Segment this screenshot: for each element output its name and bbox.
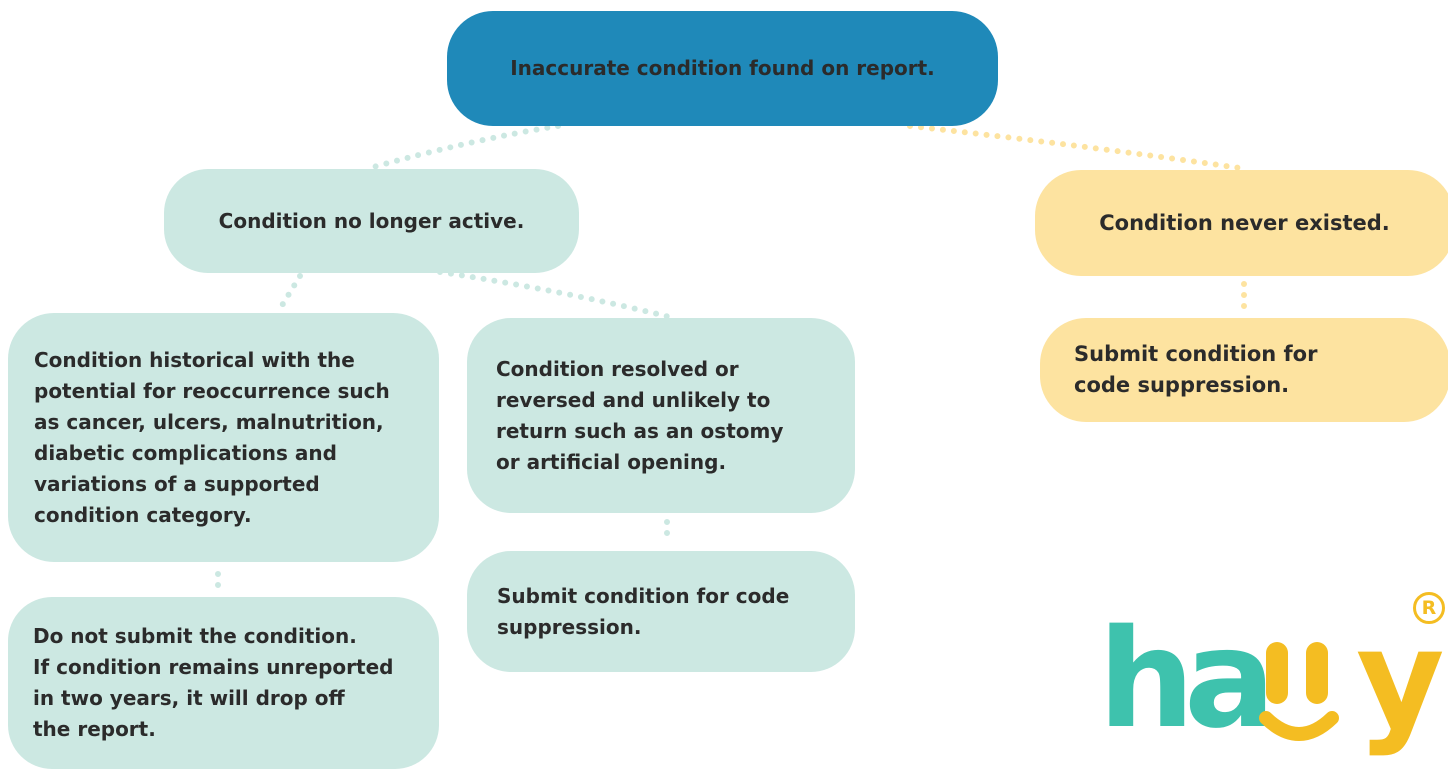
no-longer-active-label: Condition no longer active.	[218, 208, 525, 233]
submit-suppression-left-label: Submit condition for code suppression.	[497, 583, 790, 639]
logo-letter-l-2	[1306, 642, 1328, 704]
logo-letter-h: h	[1098, 601, 1195, 759]
hally-logo: h a y R	[1098, 592, 1448, 768]
logo-letter-l-1	[1266, 642, 1288, 704]
root-node: Inaccurate condition found on report.	[447, 11, 998, 126]
do-not-submit-label: Do not submit the condition. If conditio…	[33, 624, 394, 741]
resolved-label: Condition resolved or reversed and unlik…	[496, 356, 784, 474]
never-existed-label: Condition never existed.	[1099, 210, 1390, 235]
connector-no-longer-to-resolved	[437, 269, 673, 320]
resolved-node: Condition resolved or reversed and unlik…	[467, 318, 855, 513]
logo-letter-y: y	[1356, 601, 1445, 759]
connector-no-longer-to-historical	[275, 273, 303, 315]
submit-suppression-node-right: Submit condition for code suppression.	[1040, 318, 1448, 422]
connector-root-to-never-existed	[907, 123, 1243, 171]
submit-suppression-node-left: Submit condition for code suppression.	[467, 551, 855, 672]
connector-root-to-no-longer-active	[367, 123, 561, 171]
historical-label: Condition historical with the potential …	[34, 347, 390, 527]
do-not-submit-node: Do not submit the condition. If conditio…	[8, 597, 439, 769]
submit-suppression-right-label: Submit condition for code suppression.	[1074, 342, 1318, 397]
no-longer-active-node: Condition no longer active.	[164, 169, 579, 273]
root-node-label: Inaccurate condition found on report.	[510, 56, 935, 80]
historical-node: Condition historical with the potential …	[8, 313, 439, 562]
registered-mark: R	[1413, 592, 1445, 624]
never-existed-node: Condition never existed.	[1035, 170, 1448, 276]
logo-smile	[1259, 711, 1339, 741]
logo-letter-a: a	[1184, 601, 1276, 759]
